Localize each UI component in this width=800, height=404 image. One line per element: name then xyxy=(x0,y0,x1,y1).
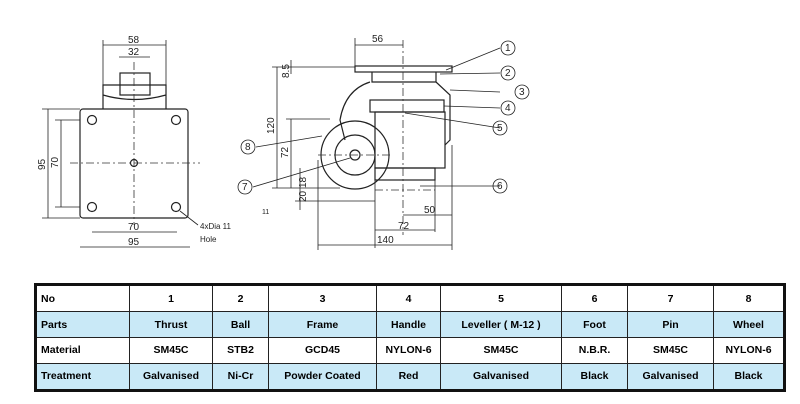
table-cell: Red xyxy=(376,362,441,392)
table-cell: GCD45 xyxy=(268,336,377,364)
table-cell: NYLON-6 xyxy=(713,336,785,364)
technical-drawing: 58 32 95 70 70 95 4xDia 11 Hole 1 2 3 4 … xyxy=(37,34,530,250)
table-cell: SM45C xyxy=(627,336,714,364)
dim-70-v: 70 xyxy=(50,156,61,168)
table-cell: Frame xyxy=(268,311,377,338)
left-view: 58 32 95 70 70 95 4xDia 11 Hole xyxy=(37,35,232,248)
row-label: Material xyxy=(35,336,130,364)
header-cell: 3 xyxy=(268,283,377,313)
dim-32: 32 xyxy=(128,47,140,58)
table-cell: Powder Coated xyxy=(268,362,377,392)
header-no: No xyxy=(35,283,130,313)
top-tab xyxy=(102,84,167,109)
balloon-6: 6 xyxy=(497,181,503,192)
row-label: Treatment xyxy=(35,362,130,392)
note-11: 11 xyxy=(262,209,269,216)
table-cell: SM45C xyxy=(440,336,562,364)
hole-note: 4xDia 11 xyxy=(200,222,232,231)
header-cell: 1 xyxy=(129,283,213,313)
table-cell: Ball xyxy=(212,311,269,338)
header-cell: 8 xyxy=(713,283,785,313)
table-cell: Ni-Cr xyxy=(212,362,269,392)
foot xyxy=(374,167,436,181)
dim-140: 140 xyxy=(377,235,394,246)
hole-note-2: Hole xyxy=(200,235,217,244)
dim-58: 58 xyxy=(128,35,140,46)
header-cell: 2 xyxy=(212,283,269,313)
stem-block xyxy=(119,72,151,96)
table-cell: Black xyxy=(561,362,628,392)
table-cell: Leveller ( M-12 ) xyxy=(440,311,562,338)
dim-95-h: 95 xyxy=(128,237,140,248)
table-cell: Galvanised xyxy=(129,362,213,392)
row-label: Parts xyxy=(35,311,130,338)
dim-72-v: 72 xyxy=(280,146,291,158)
table-cell: Thrust xyxy=(129,311,213,338)
table-row-no: No 1 2 3 4 5 6 7 8 xyxy=(35,283,785,313)
thrust-plate xyxy=(354,65,453,73)
dim-20: 20 xyxy=(298,190,309,202)
table-cell: Wheel xyxy=(713,311,785,338)
header-cell: 5 xyxy=(440,283,562,313)
dim-120: 120 xyxy=(266,117,277,134)
table-cell: Black xyxy=(713,362,785,392)
dim-8-5: 8.5 xyxy=(281,64,292,78)
table-cell: STB2 xyxy=(212,336,269,364)
dim-18: 18 xyxy=(298,176,309,188)
balloon-2: 2 xyxy=(505,68,511,79)
header-cell: 4 xyxy=(376,283,441,313)
balloon-5: 5 xyxy=(497,123,503,134)
table-cell: N.B.R. xyxy=(561,336,628,364)
balloon-4: 4 xyxy=(505,103,511,114)
balloon-8: 8 xyxy=(245,142,251,153)
table-cell: SM45C xyxy=(129,336,213,364)
dim-72-h: 72 xyxy=(398,221,410,232)
dim-56: 56 xyxy=(372,34,384,45)
table-cell: Foot xyxy=(561,311,628,338)
dim-95-v: 95 xyxy=(37,158,48,170)
table-cell: Handle xyxy=(376,311,441,338)
header-cell: 6 xyxy=(561,283,628,313)
table-cell: Galvanised xyxy=(440,362,562,392)
frame xyxy=(339,72,451,146)
table-cell: Galvanised xyxy=(627,362,714,392)
table-cell: Pin xyxy=(627,311,714,338)
side-view: 1 2 3 4 5 6 7 8 56 8.5 120 72 18 20 50 7… xyxy=(237,34,530,250)
dim-70-h: 70 xyxy=(128,222,140,233)
balloon-7: 7 xyxy=(242,182,248,193)
table-cell: NYLON-6 xyxy=(376,336,441,364)
balloon-3: 3 xyxy=(519,87,525,98)
handle xyxy=(369,99,445,113)
dim-50: 50 xyxy=(424,205,436,216)
balloons xyxy=(237,40,530,195)
balloon-1: 1 xyxy=(505,43,511,54)
header-cell: 7 xyxy=(627,283,714,313)
